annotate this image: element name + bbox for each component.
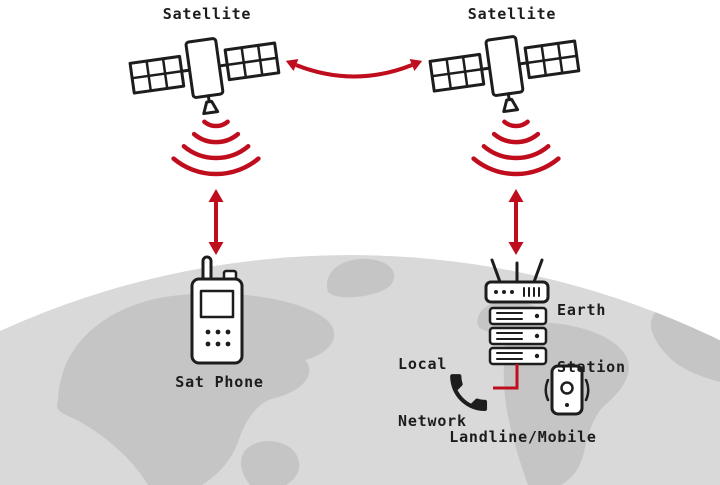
landline-mobile-label: Landline/Mobile (449, 428, 597, 446)
earth-station-label-line1: Earth (557, 301, 607, 319)
local-network-connector-line (493, 364, 519, 390)
local-network-label: Local Network (398, 317, 467, 469)
continent-south-america (240, 440, 300, 485)
sat-phone-label: Sat Phone (175, 373, 264, 391)
local-network-label-line2: Network (398, 412, 467, 430)
satellite-right-label: Satellite (467, 5, 557, 23)
satellite-left-label: Satellite (162, 5, 252, 23)
satellite-phone-icon (190, 255, 244, 365)
mobile-phone-icon (544, 364, 590, 416)
signal-waves-right-icon (471, 119, 561, 177)
server-stack-icon (488, 306, 548, 366)
satellite-right-icon (426, 26, 585, 123)
satellite-left-icon (126, 28, 285, 125)
earth-station-label-line2: Station (557, 358, 626, 376)
bidirectional-curved-arrow-icon (285, 59, 423, 79)
signal-waves-left-icon (171, 119, 261, 177)
uplink-arrow-right-icon (508, 189, 524, 255)
earth-station-label: Earth Station (557, 263, 626, 415)
phone-handset-icon (450, 374, 488, 412)
uplink-arrow-left-icon (208, 189, 224, 255)
continent-north-america (57, 293, 335, 485)
router-icon (484, 258, 550, 304)
continent-greenland (326, 258, 395, 298)
local-network-label-line1: Local (398, 355, 448, 373)
